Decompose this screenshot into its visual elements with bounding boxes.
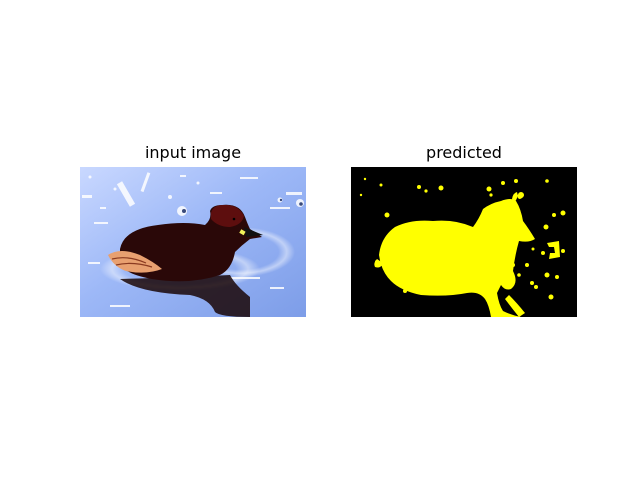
predicted-title: predicted: [426, 143, 502, 162]
bird-bill: [244, 227, 263, 237]
bird-flank: [108, 251, 162, 273]
input-image-panel: [80, 167, 306, 317]
bird-head: [211, 204, 244, 227]
bill-spot: [239, 229, 246, 236]
bird-eye: [232, 217, 236, 221]
mask-foreground: [359, 177, 566, 317]
input-image: [80, 167, 306, 317]
water-debris: [182, 198, 303, 213]
predicted-mask: [351, 167, 577, 317]
predicted-mask-panel: [351, 167, 577, 317]
bird-reflection: [120, 275, 250, 317]
input-image-title: input image: [144, 143, 242, 162]
